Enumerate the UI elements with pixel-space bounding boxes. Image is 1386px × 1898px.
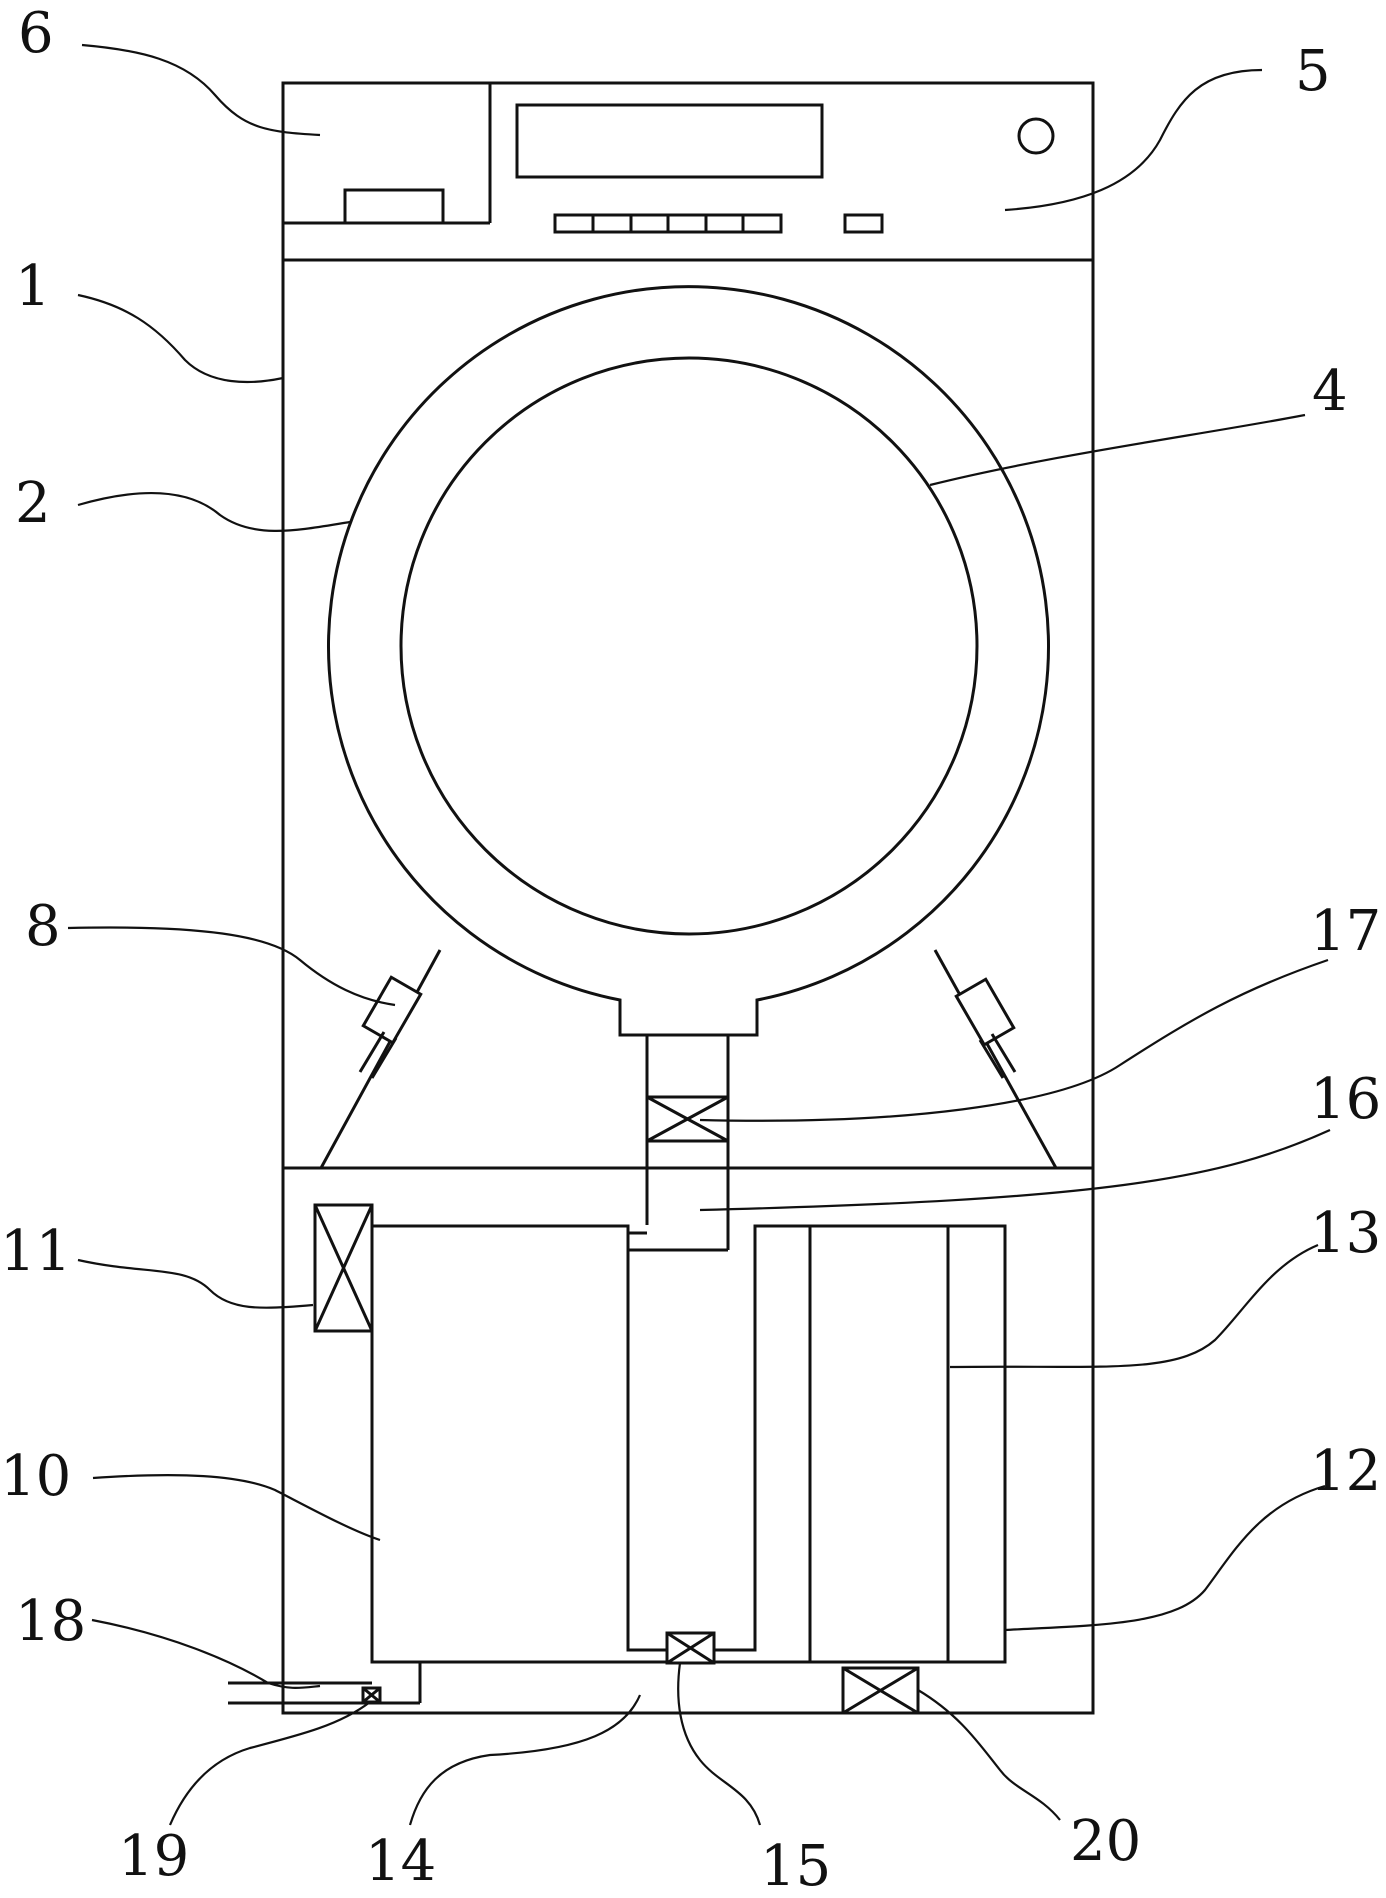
detergent-drawer [283, 83, 492, 225]
valve-20 [841, 1666, 920, 1715]
label-12: 12 [1310, 1439, 1381, 1504]
cabinet-housing [281, 81, 1095, 1715]
water-tank-left [370, 1224, 728, 1697]
valve-11 [313, 1203, 374, 1333]
control-panel [515, 103, 1055, 234]
label-1: 1 [15, 254, 51, 319]
valve-15 [665, 1631, 716, 1665]
label-4: 4 [1312, 359, 1348, 424]
outer-tub [327, 285, 1050, 1037]
label-15: 15 [760, 1834, 831, 1898]
label-8: 8 [25, 894, 61, 959]
label-2: 2 [15, 471, 51, 536]
label-13: 13 [1310, 1201, 1381, 1266]
connecting-channel [420, 1224, 1007, 1664]
label-11: 11 [0, 1219, 71, 1284]
label-10: 10 [0, 1444, 71, 1509]
leader-lines [67, 43, 1331, 1826]
inner-drum [399, 356, 979, 936]
display-screen [515, 103, 824, 179]
label-19: 19 [118, 1824, 189, 1889]
drain-valve-17 [645, 1095, 730, 1143]
suspension-damper-left [319, 949, 442, 1169]
start-button-shape [843, 213, 884, 234]
selector-knob [1017, 117, 1055, 155]
label-6: 6 [18, 1, 54, 66]
outlet-pipe [228, 1681, 422, 1705]
label-16: 16 [1310, 1067, 1381, 1132]
suspension-damper-right [933, 949, 1058, 1169]
label-20: 20 [1070, 1809, 1141, 1874]
valve-19 [361, 1686, 382, 1704]
label-14: 14 [365, 1829, 436, 1894]
label-5: 5 [1295, 39, 1331, 104]
label-17: 17 [1310, 899, 1381, 964]
label-18: 18 [15, 1589, 86, 1654]
